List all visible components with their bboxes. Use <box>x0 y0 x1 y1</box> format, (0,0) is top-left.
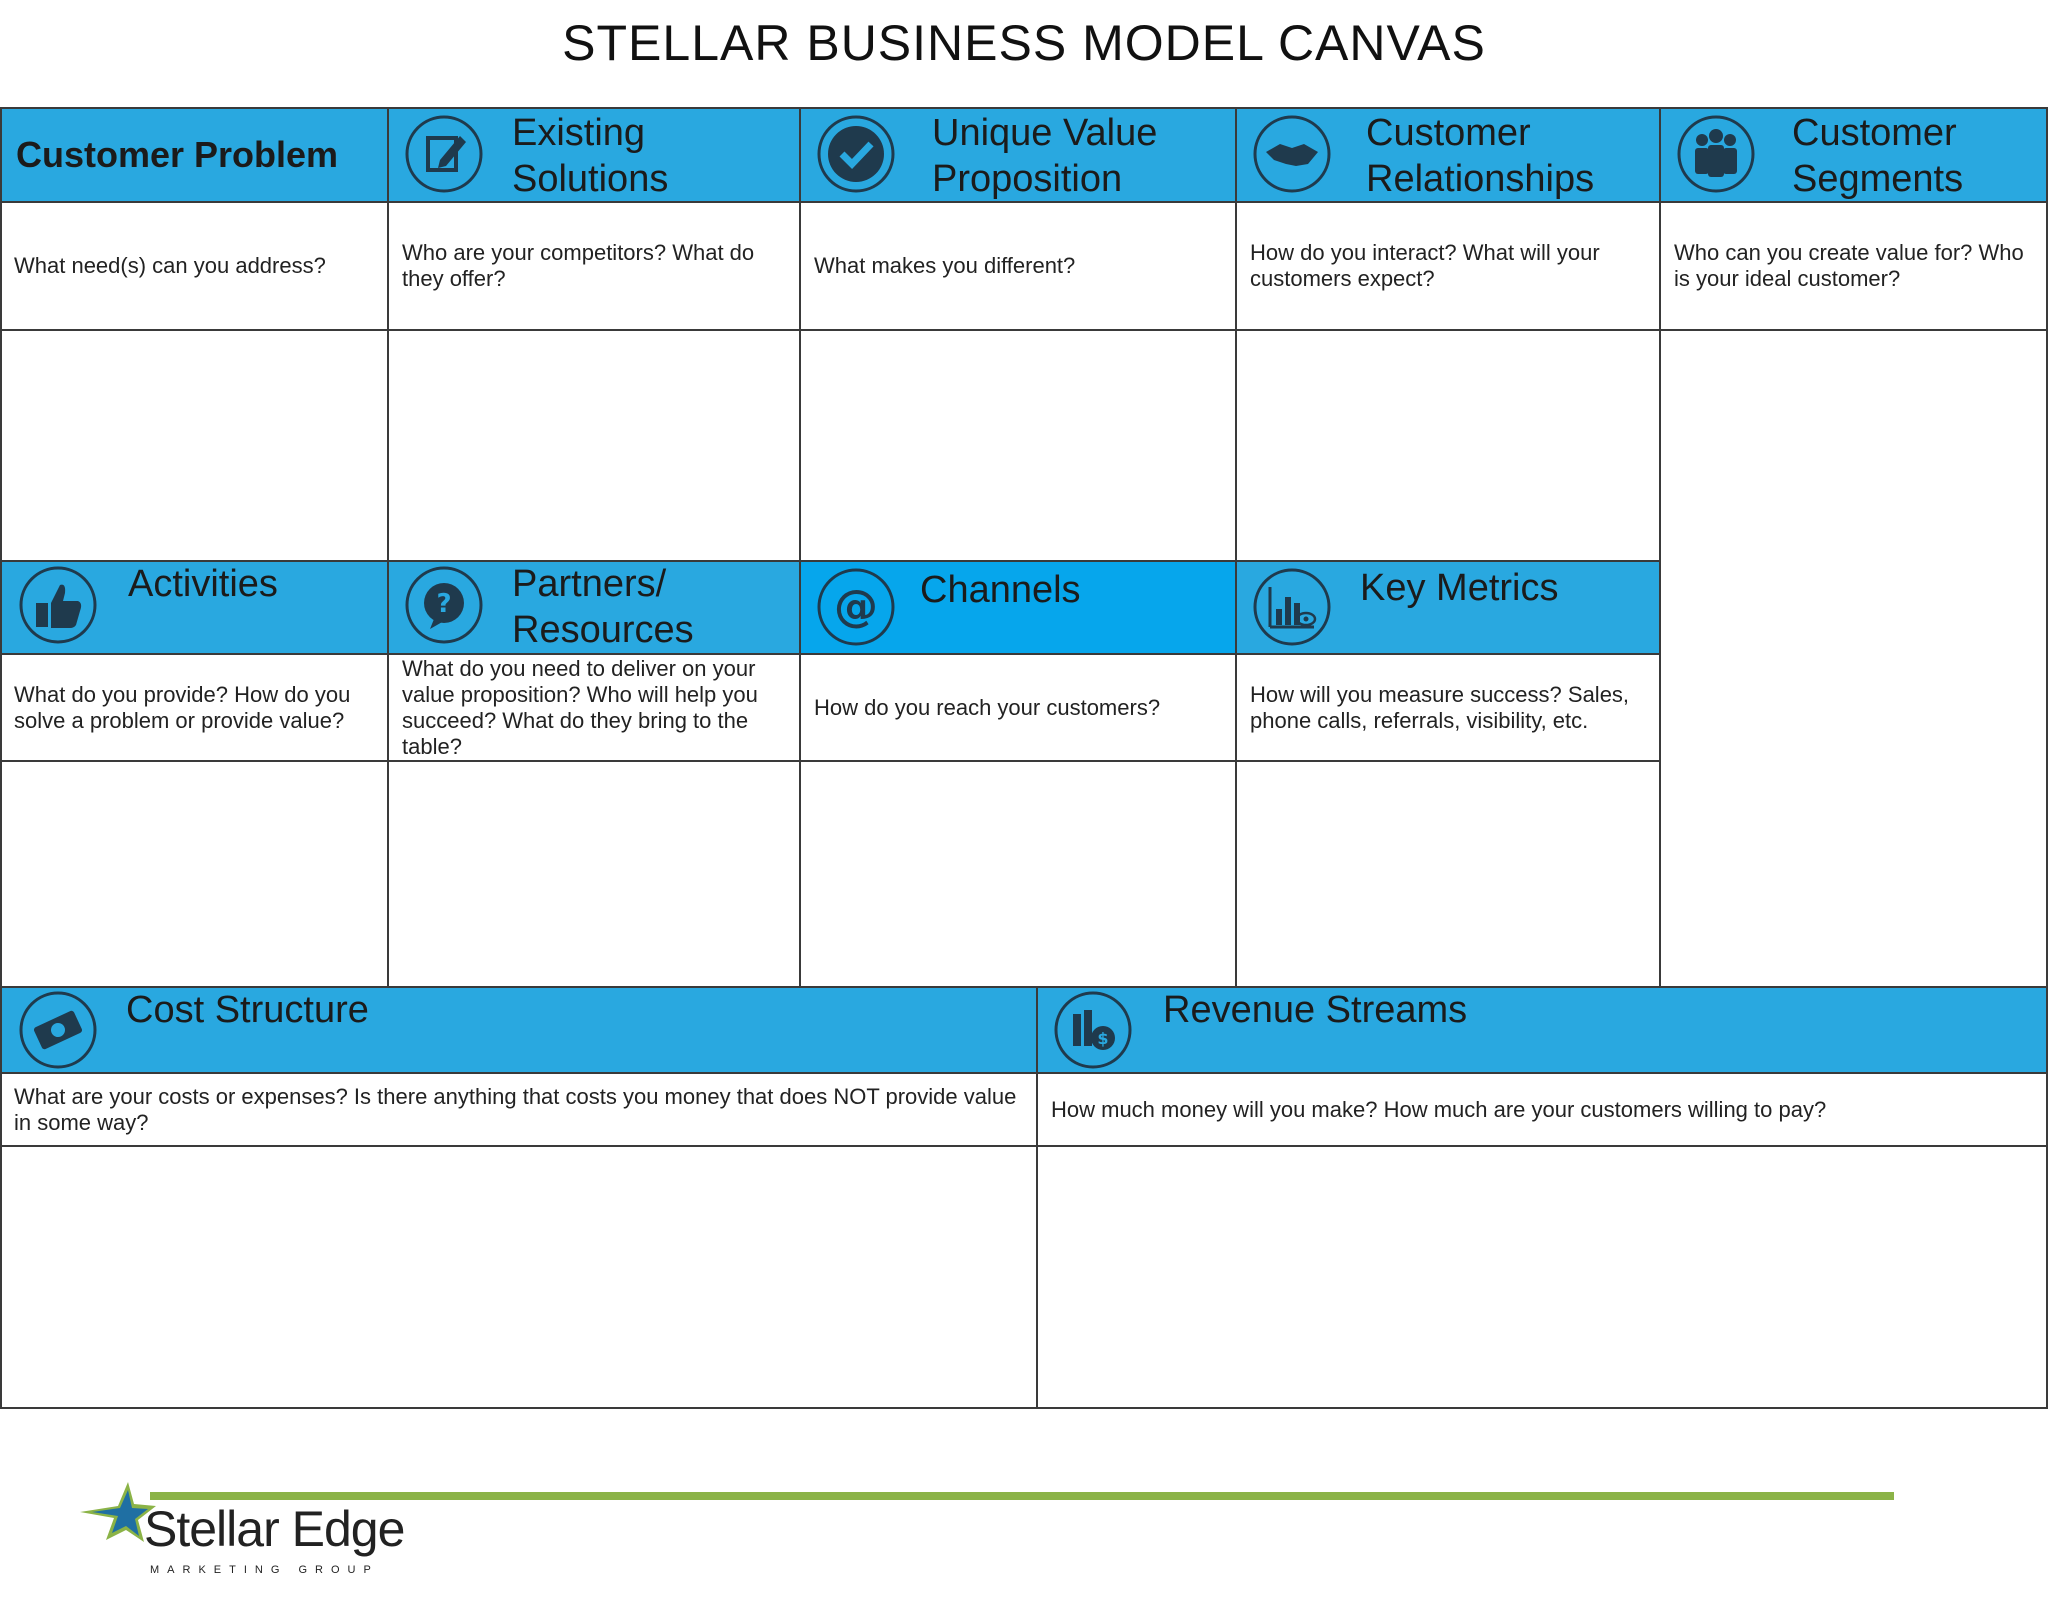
grid-line <box>0 201 2048 203</box>
key-metrics-title: Key Metrics <box>1360 567 1559 609</box>
money-icon <box>18 990 98 1070</box>
channels-question: How do you reach your customers? <box>814 694 1161 720</box>
grid-line <box>0 1145 2048 1147</box>
grid-line <box>387 107 389 988</box>
header-activities: Activities <box>0 561 388 654</box>
grid-line <box>0 107 2048 109</box>
key-metrics-question: How will you measure success? Sales, pho… <box>1250 681 1630 733</box>
grid-line <box>0 329 2048 331</box>
grid-line <box>0 1072 2048 1074</box>
svg-text:?: ? <box>436 589 451 619</box>
grid-line <box>1659 107 1661 988</box>
people-icon <box>1676 114 1756 194</box>
checkmark-icon <box>816 114 896 194</box>
header-channels: @ Channels <box>800 561 1236 654</box>
activities-question: What do you provide? How do you solve a … <box>14 681 351 733</box>
grid-line <box>0 653 1660 655</box>
handshake-icon <box>1252 114 1332 194</box>
grid-line <box>0 1407 2048 1409</box>
star-logo-icon <box>78 1478 158 1558</box>
unique-value-title-1: Unique Value <box>932 112 1158 154</box>
grid-line <box>0 560 1660 562</box>
svg-text:$: $ <box>1097 1029 1108 1048</box>
unique-value-title-2: Proposition <box>932 158 1123 200</box>
grid-line <box>0 986 2048 988</box>
header-partners: ? Partners/ Resources <box>388 561 800 654</box>
header-unique-value: Unique Value Proposition <box>800 108 1236 202</box>
customer-segments-title-2: Segments <box>1792 158 1964 200</box>
customer-problem-title: Customer Problem <box>16 134 339 175</box>
svg-text:@: @ <box>834 581 878 632</box>
partners-title-2: Resources <box>512 609 694 651</box>
partners-question: What do you need to deliver on your valu… <box>402 655 758 759</box>
existing-solutions-title-2: Solutions <box>512 158 669 200</box>
cost-structure-title: Cost Structure <box>126 989 369 1031</box>
partners-title-1: Partners/ <box>512 563 667 605</box>
question-bubble-icon: ? <box>404 565 484 645</box>
page-title: STELLAR BUSINESS MODEL CANVAS <box>562 15 1486 71</box>
existing-solutions-title-1: Existing <box>512 112 646 154</box>
revenue-streams-title: Revenue Streams <box>1163 989 1468 1031</box>
customer-relationships-title-1: Customer <box>1366 112 1531 154</box>
logo-name: Stellar Edge <box>144 1501 405 1557</box>
grid-line <box>0 760 1660 762</box>
chart-eye-icon <box>1252 567 1332 647</box>
activities-title: Activities <box>128 563 278 605</box>
coins-icon: $ <box>1053 990 1133 1070</box>
company-logo: Stellar Edge MARKETING GROUP <box>78 1478 428 1578</box>
grid-line <box>0 107 2 1409</box>
edit-icon <box>404 114 484 194</box>
customer-segments-question: Who can you create value for? Who is you… <box>1674 240 2024 291</box>
unique-value-question: What makes you different? <box>814 253 1076 278</box>
logo-tagline: MARKETING GROUP <box>150 1564 379 1576</box>
header-key-metrics: Key Metrics <box>1236 561 1660 654</box>
header-revenue-streams: $ Revenue Streams <box>1037 987 2048 1073</box>
existing-solutions-question: Who are your competitors? What do they o… <box>402 240 755 291</box>
header-customer-relationships: Customer Relationships <box>1236 108 1660 202</box>
grid-line <box>799 107 801 988</box>
header-existing-solutions: Existing Solutions <box>388 108 800 202</box>
cost-structure-question: What are your costs or expenses? Is ther… <box>14 1083 1017 1135</box>
customer-problem-question: What need(s) can you address? <box>14 253 326 278</box>
accent-line <box>150 1492 1894 1500</box>
customer-segments-title-1: Customer <box>1792 112 1957 154</box>
customer-relationships-question: How do you interact? What will your cust… <box>1250 240 1600 291</box>
header-customer-problem: Customer Problem <box>0 108 388 202</box>
thumbs-up-icon <box>18 565 98 645</box>
grid-line <box>1036 987 1038 1409</box>
revenue-streams-question: How much money will you make? How much a… <box>1051 1096 1827 1122</box>
grid-line <box>2046 107 2048 1409</box>
grid-line <box>1235 107 1237 988</box>
channels-title: Channels <box>920 569 1081 611</box>
header-cost-structure: Cost Structure <box>0 987 1037 1073</box>
customer-relationships-title-2: Relationships <box>1366 158 1595 200</box>
header-customer-segments: Customer Segments <box>1660 108 2048 202</box>
at-sign-icon: @ <box>816 567 896 647</box>
